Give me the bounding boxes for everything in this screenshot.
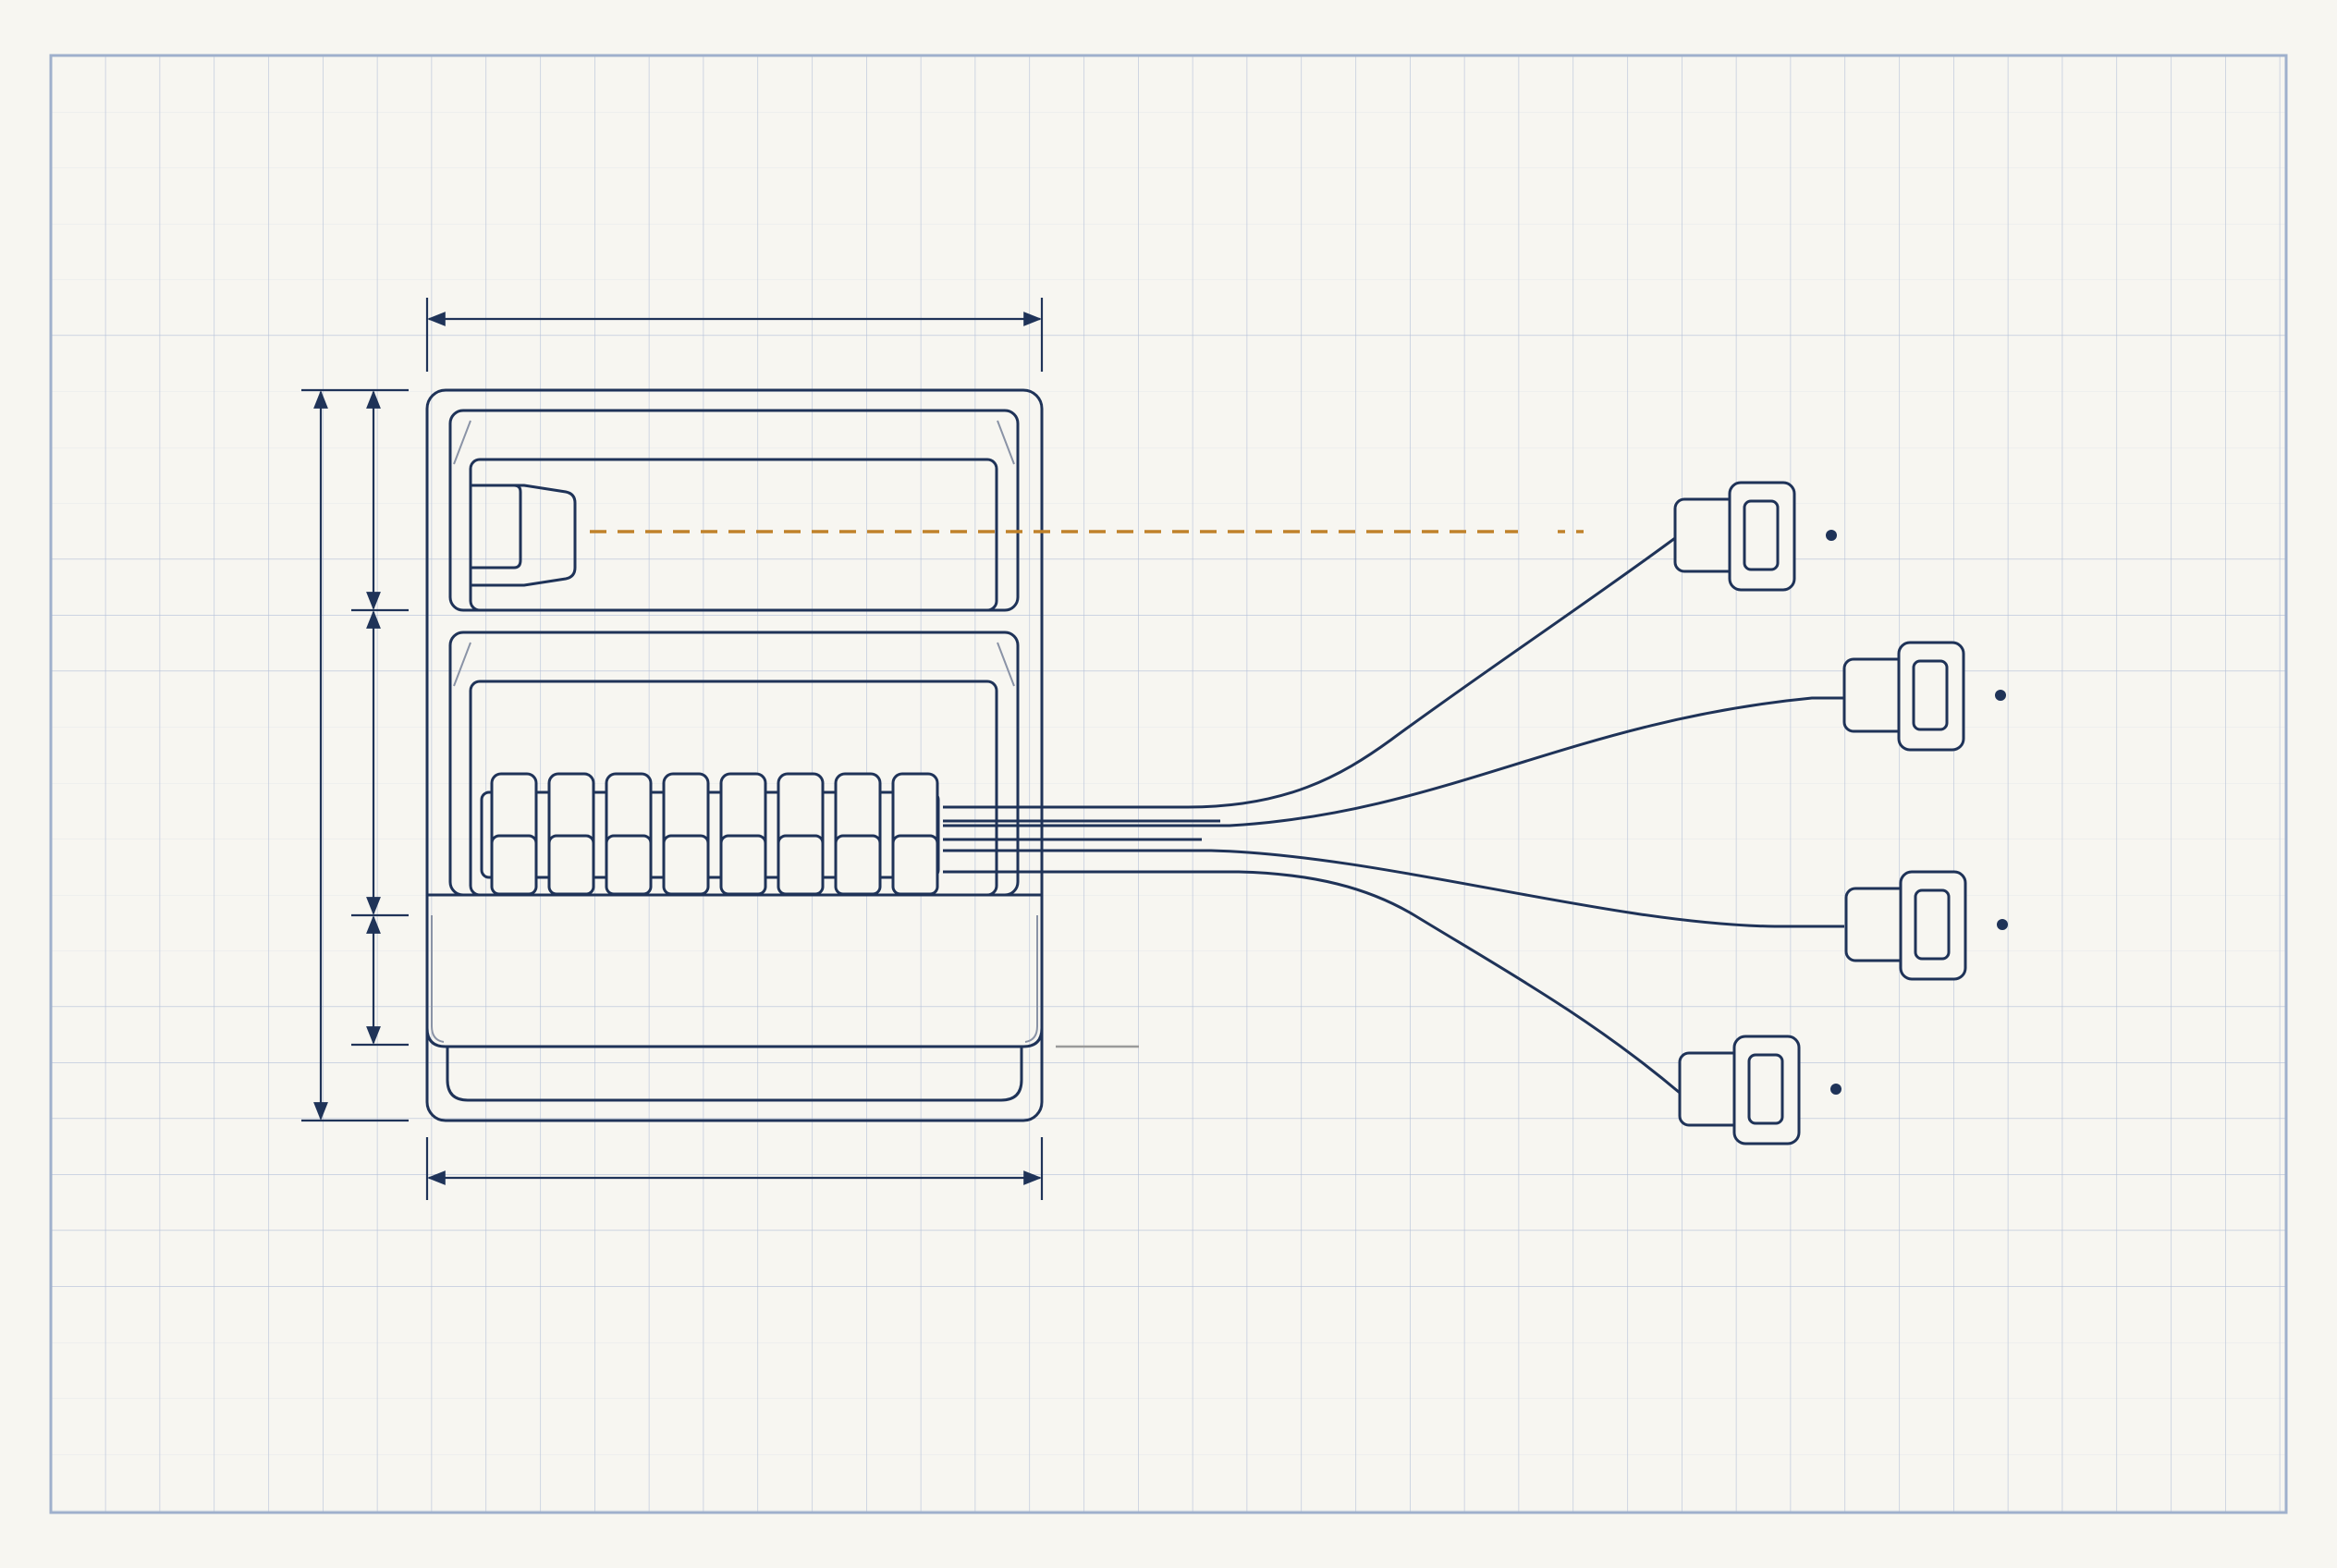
terminal-dot xyxy=(1997,919,2008,930)
terminal-slot xyxy=(605,772,653,896)
cable-1 xyxy=(943,536,1676,809)
terminal-slot xyxy=(834,772,882,896)
dimension-bottom-width xyxy=(425,1137,1044,1200)
dimension-top-width xyxy=(425,298,1044,372)
cable-4 xyxy=(943,870,1681,1095)
drawer-lip xyxy=(446,1047,1023,1102)
terminal-slot xyxy=(891,772,939,896)
cable-3 xyxy=(943,849,1844,928)
terminal-slot xyxy=(490,772,538,896)
enclosure-icon xyxy=(425,388,1139,1122)
plug-connector-icon xyxy=(1678,1035,1801,1145)
terminal-slot xyxy=(777,772,825,896)
terminal-slot xyxy=(662,772,710,896)
cable-2 xyxy=(943,696,1844,827)
plug-connector-icon xyxy=(1842,641,1965,752)
terminal-dot xyxy=(1826,530,1837,541)
terminal-block-icon xyxy=(480,772,940,896)
terminal-dot xyxy=(1995,690,2006,701)
terminal-slot xyxy=(719,772,767,896)
plug-connector-icon xyxy=(1844,870,1967,981)
terminal-dot xyxy=(1830,1084,1841,1095)
dimension-overall-height xyxy=(301,388,409,1122)
graph-paper-grid xyxy=(49,54,2288,1514)
terminal-slot xyxy=(547,772,595,896)
plug-connector-icon xyxy=(1673,481,1796,592)
cables xyxy=(943,536,1844,1095)
enclosure-outer xyxy=(425,388,1044,1122)
dimension-lines xyxy=(301,298,1044,1200)
dimension-segment-heights xyxy=(351,390,409,1047)
port-connector-icon xyxy=(471,484,577,587)
upper-inner-panel xyxy=(469,458,998,612)
plug-connectors xyxy=(1673,481,2008,1145)
bottom-drawer xyxy=(425,893,1044,1048)
grid-border xyxy=(49,54,2288,1514)
